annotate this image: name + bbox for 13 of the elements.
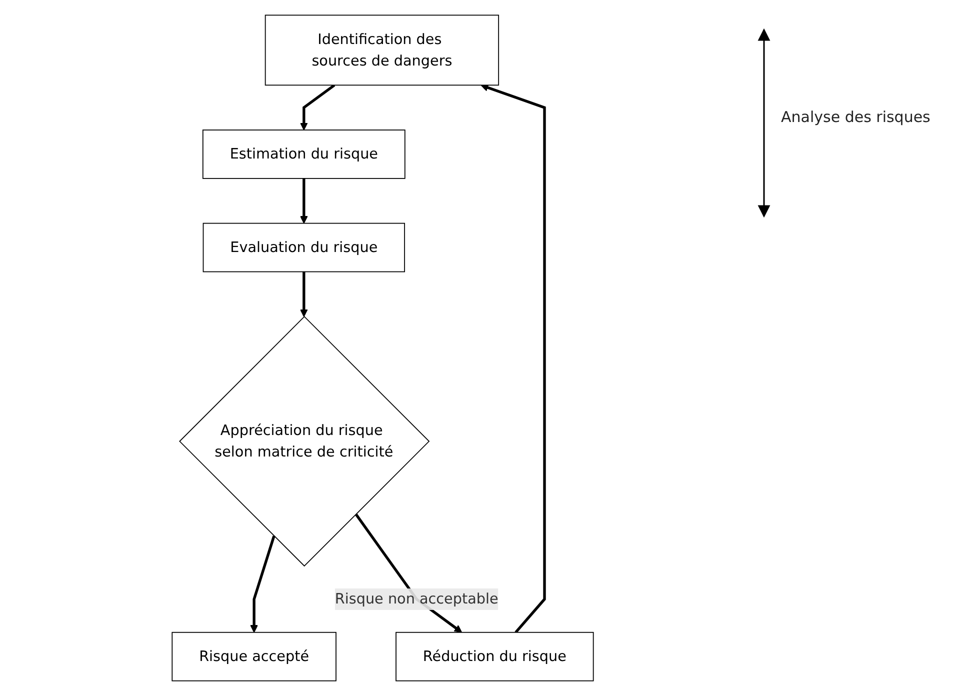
arrow [480, 84, 546, 634]
arrow [250, 536, 276, 633]
node-box: Identification des sources de dangers [264, 14, 499, 86]
node-box: Evaluation du risque [202, 222, 405, 272]
node-diamond: Appréciation du risque selon matrice de criticité [178, 316, 430, 567]
node-box: Risque accepté [171, 632, 336, 682]
arrow [300, 84, 335, 130]
annotation-label: Analyse des risques [781, 108, 930, 126]
node-box: Réduction du risque [395, 632, 594, 682]
node-box: Estimation du risque [202, 130, 406, 179]
arrow [300, 272, 308, 317]
arrow [300, 178, 308, 224]
edge-label: Risque non acceptable [334, 590, 498, 608]
